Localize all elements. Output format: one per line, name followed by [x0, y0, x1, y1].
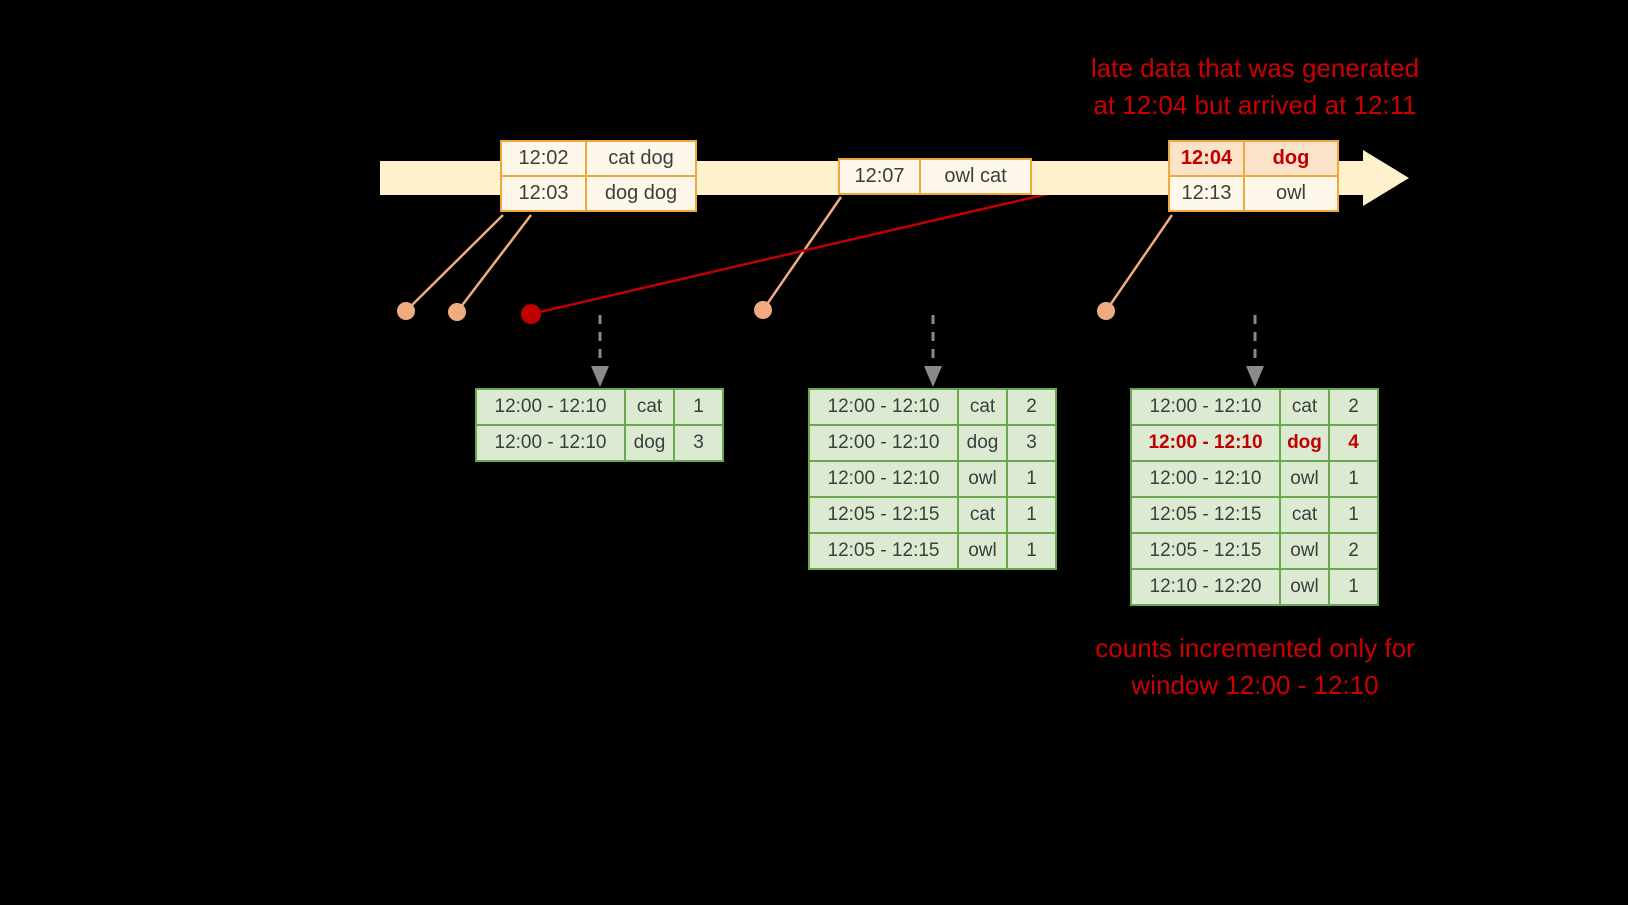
late-arrival-dot: [521, 304, 541, 324]
event-time: 12:07: [840, 160, 919, 193]
word-cell-updated: dog: [1281, 426, 1328, 460]
word-cell: owl: [959, 534, 1006, 568]
arrival-dot: [1097, 302, 1115, 320]
connector-line: [456, 214, 532, 313]
trigger-arrow-head: [924, 366, 942, 387]
count-cell: 1: [1330, 462, 1377, 496]
trigger-arrow-head: [1246, 366, 1264, 387]
event-box-1: 12:02 cat dog 12:03 dog dog: [500, 140, 697, 212]
connector-line: [405, 214, 504, 312]
event-time: 12:02: [502, 142, 585, 175]
count-cell: 1: [1008, 498, 1055, 532]
window-cell: 12:00 - 12:10: [477, 390, 624, 424]
word-cell: owl: [959, 462, 1006, 496]
window-cell: 12:05 - 12:15: [810, 534, 957, 568]
word-cell: dog: [959, 426, 1006, 460]
arrival-dot: [397, 302, 415, 320]
annotation-line: at 12:04 but arrived at 12:11: [1093, 90, 1417, 120]
window-cell: 12:05 - 12:15: [1132, 534, 1279, 568]
word-cell: owl: [1281, 462, 1328, 496]
arrival-dot: [448, 303, 466, 321]
arrival-dot: [754, 301, 772, 319]
word-cell: cat: [1281, 498, 1328, 532]
window-cell: 12:00 - 12:10: [810, 390, 957, 424]
late-event-time: 12:04: [1170, 142, 1243, 175]
event-words: owl: [1245, 177, 1337, 210]
counts-incremented-annotation: counts incremented only for window 12:00…: [1035, 630, 1475, 704]
window-cell: 12:00 - 12:10: [1132, 462, 1279, 496]
count-cell: 1: [1330, 498, 1377, 532]
trigger-arrow-head: [591, 366, 609, 387]
word-cell: cat: [959, 390, 1006, 424]
result-table-2: 12:00 - 12:10 cat 2 12:00 - 12:10 dog 3 …: [808, 388, 1057, 570]
window-cell: 12:05 - 12:15: [810, 498, 957, 532]
count-cell: 2: [1330, 534, 1377, 568]
word-cell: owl: [1281, 534, 1328, 568]
count-cell: 1: [1008, 462, 1055, 496]
count-cell: 1: [1330, 570, 1377, 604]
late-data-annotation: late data that was generated at 12:04 bu…: [1035, 50, 1475, 124]
word-cell: cat: [959, 498, 1006, 532]
result-table-3: 12:00 - 12:10 cat 2 12:00 - 12:10 dog 4 …: [1130, 388, 1379, 606]
annotation-line: counts incremented only for: [1095, 633, 1415, 663]
window-cell: 12:00 - 12:10: [477, 426, 624, 460]
count-cell: 2: [1330, 390, 1377, 424]
count-cell: 2: [1008, 390, 1055, 424]
annotation-line: window 12:00 - 12:10: [1131, 670, 1379, 700]
late-event-words: dog: [1245, 142, 1337, 175]
word-cell: cat: [626, 390, 673, 424]
window-cell: 12:00 - 12:10: [810, 426, 957, 460]
event-box-2: 12:07 owl cat: [838, 158, 1032, 195]
count-cell: 3: [1008, 426, 1055, 460]
window-cell: 12:00 - 12:10: [810, 462, 957, 496]
event-box-3: 12:04 dog 12:13 owl: [1168, 140, 1339, 212]
event-time-axis-arrow-head: [1363, 150, 1409, 206]
word-cell: dog: [626, 426, 673, 460]
event-time: 12:03: [502, 177, 585, 210]
count-cell-updated: 4: [1330, 426, 1377, 460]
window-cell: 12:10 - 12:20: [1132, 570, 1279, 604]
window-cell: 12:00 - 12:10: [1132, 390, 1279, 424]
event-words: owl cat: [921, 160, 1030, 193]
annotation-line: late data that was generated: [1090, 53, 1420, 83]
event-words: dog dog: [587, 177, 695, 210]
connector-line: [761, 196, 843, 311]
event-time: 12:13: [1170, 177, 1243, 210]
count-cell: 3: [675, 426, 722, 460]
word-cell: owl: [1281, 570, 1328, 604]
word-cell: cat: [1281, 390, 1328, 424]
result-table-1: 12:00 - 12:10 cat 1 12:00 - 12:10 dog 3: [475, 388, 724, 462]
count-cell: 1: [675, 390, 722, 424]
event-words: cat dog: [587, 142, 695, 175]
connector-line: [1104, 214, 1174, 312]
window-cell-updated: 12:00 - 12:10: [1132, 426, 1279, 460]
count-cell: 1: [1008, 534, 1055, 568]
window-cell: 12:05 - 12:15: [1132, 498, 1279, 532]
